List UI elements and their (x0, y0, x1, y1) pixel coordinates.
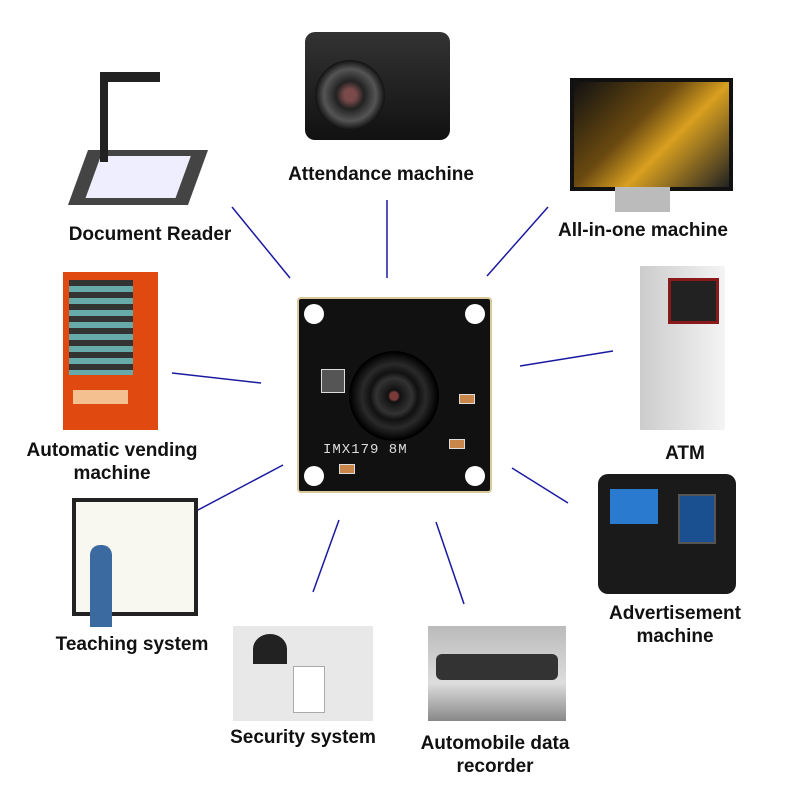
camera-module-image (305, 32, 450, 140)
dash-recorder-image (428, 626, 566, 721)
module-silkscreen: IMX179 8M (323, 442, 408, 458)
connector-document (231, 206, 291, 279)
atm-image (640, 266, 725, 430)
all-in-one-stand (615, 187, 670, 212)
label-vending-line2: machine (73, 463, 151, 484)
teacher-figure (90, 545, 112, 627)
label-teaching: Teaching system (55, 634, 209, 655)
label-advertisement: Advertisement machine (609, 602, 741, 648)
label-advertisement-line1: Advertisement (609, 603, 741, 624)
connector-atm (519, 350, 614, 367)
label-dashcam-line1: Automobile data (420, 733, 570, 754)
connector-vending (171, 372, 262, 384)
label-document-reader: Document Reader (68, 224, 232, 245)
imx179-camera-module: IMX179 8M (297, 297, 492, 493)
connector-security (312, 519, 340, 593)
label-dashcam: Automobile data recorder (421, 732, 570, 778)
label-security: Security system (230, 727, 376, 748)
vending-machine-image (63, 272, 158, 430)
label-vending-line1: Automatic vending (26, 440, 198, 461)
label-all-in-one: All-in-one machine (558, 220, 728, 241)
connector-teaching (197, 464, 284, 511)
document-reader-head (100, 72, 160, 82)
connector-advertisement (511, 467, 569, 504)
camera-lens (349, 351, 439, 441)
label-advertisement-line2: machine (636, 626, 714, 647)
label-dashcam-line2: recorder (456, 756, 534, 777)
connector-allinone (486, 206, 549, 277)
label-attendance: Attendance machine (288, 164, 474, 185)
label-atm: ATM (665, 443, 705, 464)
all-in-one-image (570, 78, 733, 191)
security-system-image (233, 626, 373, 721)
document-reader-image (67, 150, 209, 205)
label-vending: Automatic vending machine (26, 439, 197, 485)
connector-dashcam (435, 521, 465, 605)
fingerprint-terminal-image (598, 474, 736, 594)
document-reader-arm (100, 72, 108, 162)
